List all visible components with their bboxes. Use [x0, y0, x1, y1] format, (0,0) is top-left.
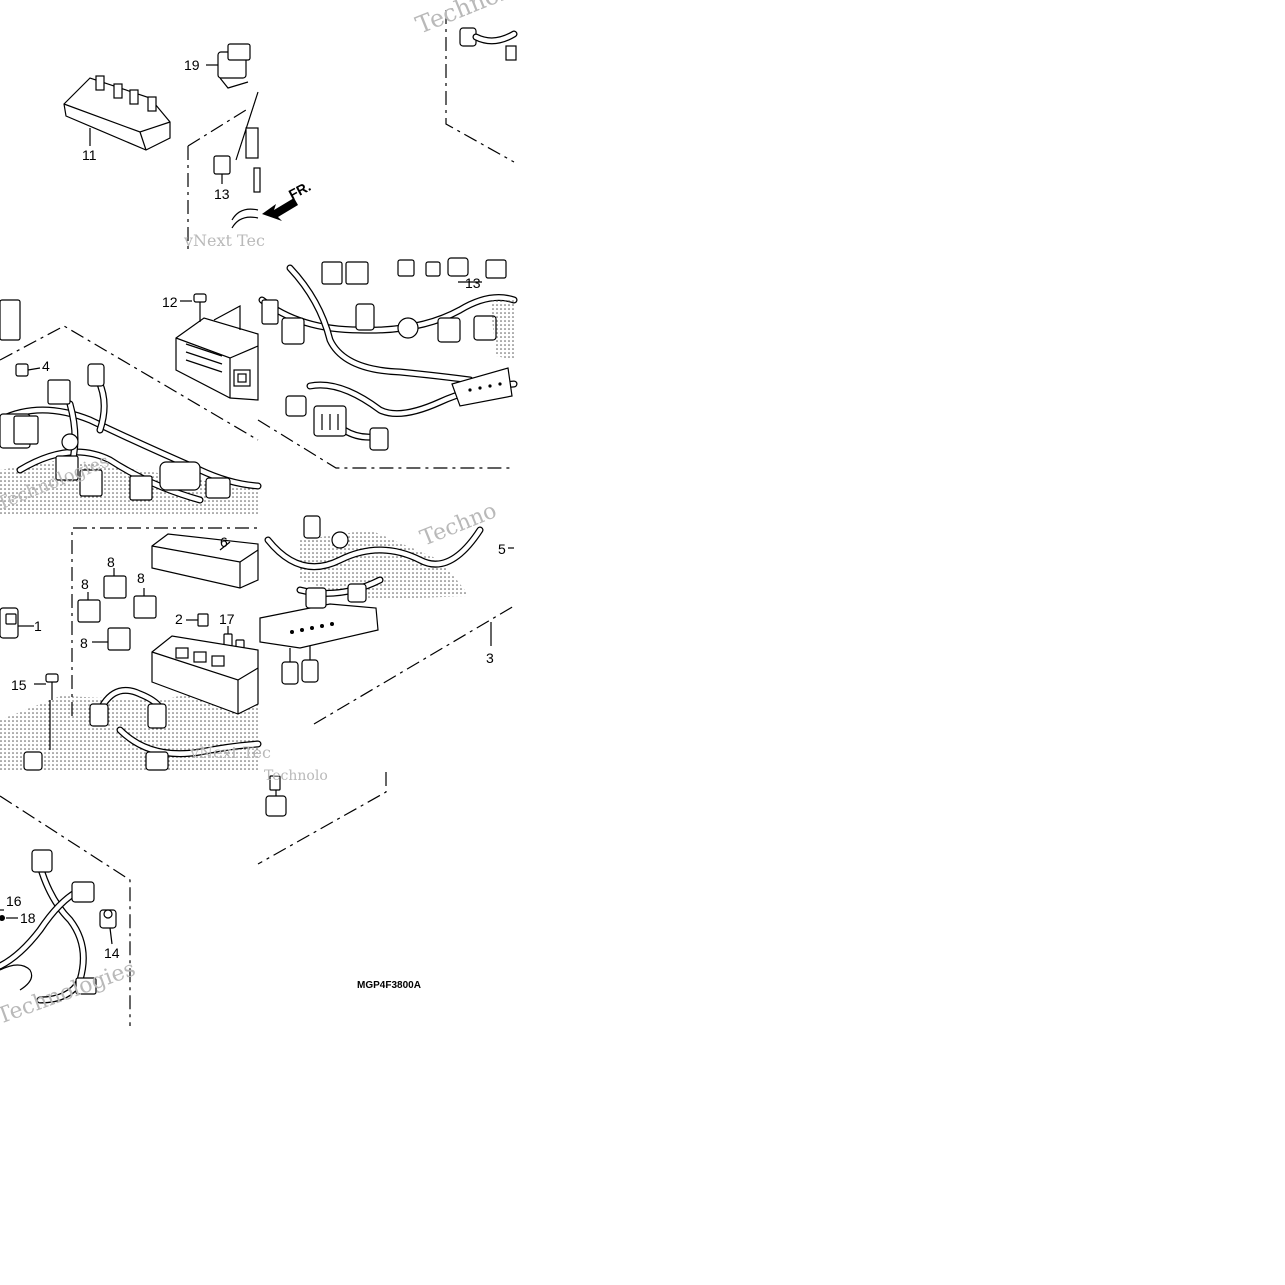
front-indicator-label: FR.	[286, 178, 313, 203]
grommet-14-part	[99, 909, 117, 945]
tile-regulator	[175, 293, 259, 401]
front-direction-arrow-icon	[262, 198, 298, 221]
relay-8-part	[92, 627, 131, 651]
callout-18: 18	[20, 910, 36, 926]
callout-19: 19	[184, 57, 200, 73]
clip-4-part	[15, 363, 41, 377]
relay-8-part	[103, 568, 127, 599]
tile-lower-connector	[257, 772, 387, 865]
callout-labels: 19 11 13 12 4 13 6 8 8 8 8 2 17 1 15 5 3…	[6, 57, 506, 961]
bolt-15-part	[34, 673, 59, 750]
callout-8: 8	[81, 576, 89, 592]
clip-18-part	[0, 915, 18, 921]
callout-1: 1	[34, 618, 42, 634]
tile-main-harness-right	[259, 515, 515, 725]
bolt-12-part	[180, 293, 207, 322]
relay-8-part	[77, 592, 101, 623]
callout-2: 2	[175, 611, 183, 627]
callout-16: 16	[6, 893, 22, 909]
callout-8: 8	[107, 554, 115, 570]
callout-5: 5	[498, 541, 506, 557]
tile-fuse-cover-area: FR.	[63, 43, 313, 250]
fuse-2-part	[186, 613, 209, 627]
tile-upper-harness-end	[445, 10, 518, 163]
watermark-text: Technolo	[264, 768, 328, 784]
callout-17: 17	[219, 611, 235, 627]
callout-8: 8	[137, 570, 145, 586]
callout-15: 15	[11, 677, 27, 693]
connector-19-part	[206, 43, 251, 89]
drawing-code-label: MGP4F3800A	[357, 980, 421, 991]
watermark-text: Technologies	[412, 0, 570, 40]
callout-8: 8	[80, 635, 88, 651]
callout-11: 11	[82, 147, 97, 163]
connector-1-part	[0, 607, 34, 639]
callout-13: 13	[465, 275, 481, 291]
callout-14: 14	[104, 945, 120, 961]
tile-sub-harness	[0, 795, 131, 1026]
tile-main-harness-left	[0, 299, 262, 514]
regulator-rectifier-12-part	[175, 304, 259, 401]
callout-4: 4	[42, 358, 50, 374]
fuse-box-lid-6-part	[151, 533, 259, 589]
fuse-box-cover-part	[63, 75, 171, 151]
callout-6: 6	[220, 534, 228, 550]
watermark-text: Technologies	[0, 956, 139, 1029]
tile-main-harness-center	[257, 257, 518, 469]
watermark-text: vNext Tec	[189, 743, 271, 762]
relay-8-part	[133, 588, 157, 619]
fuse-box-base-part	[151, 635, 259, 715]
watermark-text: vNext Tec	[183, 231, 265, 250]
callout-3: 3	[486, 650, 494, 666]
terminal-13-part	[213, 155, 231, 184]
watermark-text: Techno	[417, 498, 500, 551]
tile-fuse-box-relays	[0, 527, 262, 771]
connector-upper-part	[459, 27, 518, 61]
callout-13: 13	[214, 186, 230, 202]
callout-12: 12	[162, 294, 178, 310]
